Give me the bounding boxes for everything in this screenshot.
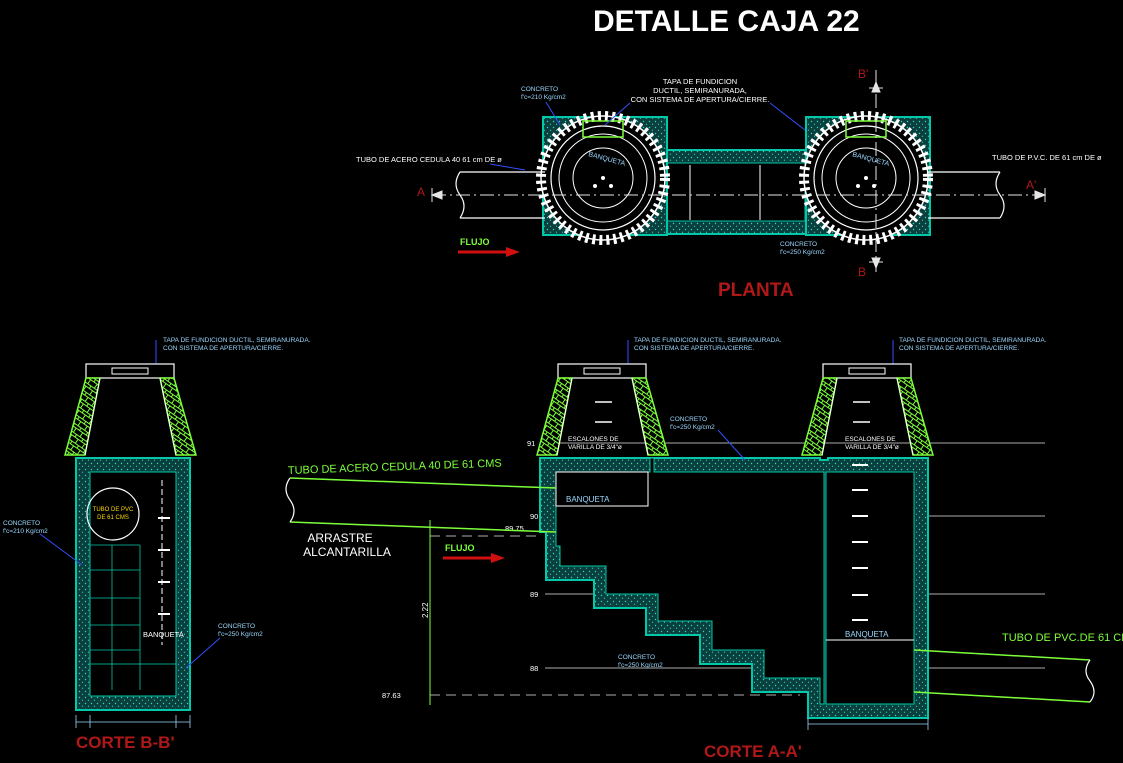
aa-pipe-right <box>913 649 1095 703</box>
plan-pipe-right-label: TUBO DE P.V.C. DE 61 cm DE ø <box>992 153 1102 162</box>
bb-cone-left <box>64 377 101 456</box>
svg-text:f'c=210 Kg/cm2: f'c=210 Kg/cm2 <box>521 94 566 101</box>
svg-text:89.75: 89.75 <box>505 524 524 533</box>
svg-text:CONCRETO: CONCRETO <box>218 623 255 630</box>
aa-manhole-left: TAPA DE FUNDICION DUCTIL, SEMIRANURADA. … <box>536 337 782 456</box>
bb-steps <box>158 517 170 615</box>
aa-escalones-right: ESCALONES DE VARILLA DE 3/4"ø <box>845 436 899 451</box>
svg-text:f'c=210 Kg/cm2: f'c=210 Kg/cm2 <box>3 528 48 535</box>
aa-concrete-bottom: CONCRETO f'c=250 Kg/cm2 <box>618 654 663 669</box>
svg-text:f'c=250 Kg/cm2: f'c=250 Kg/cm2 <box>218 631 263 638</box>
plan-section-a-left: A <box>417 185 425 199</box>
bb-cone-right <box>159 377 197 456</box>
bb-pipe-note: TUBO DE PVC DE 61 CMS <box>93 507 134 521</box>
plan-concrete-note-top: CONCRETO f'c=210 Kg/cm2 <box>521 86 566 101</box>
plan-section-a-right: A' <box>1026 178 1036 192</box>
svg-text:CONCRETO: CONCRETO <box>618 654 655 661</box>
svg-text:TAPA DE FUNDICION DUCTIL, SEMI: TAPA DE FUNDICION DUCTIL, SEMIRANURADA. <box>899 337 1047 344</box>
plan-manhole-left: BANQUETA <box>536 111 670 245</box>
aa-manhole-right: TAPA DE FUNDICION DUCTIL, SEMIRANURADA. … <box>801 337 1047 456</box>
aa-height-dim: 2.22 <box>421 602 430 618</box>
svg-text:91: 91 <box>527 439 535 448</box>
svg-text:TUBO DE PVC: TUBO DE PVC <box>93 507 134 513</box>
svg-text:CON SISTEMA DE APERTURA/CIERRE: CON SISTEMA DE APERTURA/CIERRE. <box>899 345 1019 352</box>
aa-pipe-left-label: TUBO DE ACERO CEDULA 40 DE 61 CMS <box>288 458 502 477</box>
svg-text:ESCALONES DE: ESCALONES DE <box>568 436 619 443</box>
plan-concrete-note-bottom: CONCRETO f'c=250 Kg/cm2 <box>780 241 825 256</box>
bb-concrete-left: CONCRETO f'c=210 Kg/cm2 <box>3 520 48 535</box>
svg-text:VARILLA DE 3/4"ø: VARILLA DE 3/4"ø <box>568 444 622 451</box>
bb-concrete-right: CONCRETO f'c=250 Kg/cm2 <box>218 623 263 638</box>
plan-tapa-note: TAPA DE FUNDICION DUCTIL, SEMIRANURADA, … <box>631 77 770 104</box>
svg-text:VARILLA DE 3/4"ø: VARILLA DE 3/4"ø <box>845 444 899 451</box>
svg-text:CONCRETO: CONCRETO <box>3 520 40 527</box>
aa-flujo-label: FLUJO <box>445 543 475 553</box>
plan-flow-arrow <box>458 247 520 257</box>
svg-text:CONCRETO: CONCRETO <box>670 416 707 423</box>
aa-pipe-left <box>285 477 557 533</box>
bb-banqueta: BANQUETA <box>143 630 184 639</box>
svg-text:CONCRETO: CONCRETO <box>780 241 817 248</box>
svg-text:f'c=250 Kg/cm2: f'c=250 Kg/cm2 <box>618 662 663 669</box>
svg-text:ARRASTRE: ARRASTRE <box>307 531 372 545</box>
plan-pipe-right <box>928 171 1005 219</box>
plan-label: PLANTA <box>718 280 794 301</box>
plan-section-b-bottom: B <box>858 265 866 279</box>
svg-text:TAPA DE FUNDICION DUCTIL, SEMI: TAPA DE FUNDICION DUCTIL, SEMIRANURADA. <box>163 337 311 344</box>
aa-flow-arrow <box>443 553 505 563</box>
aa-banqueta-right: BANQUETA <box>845 630 889 639</box>
aa-tapa-note-right: TAPA DE FUNDICION DUCTIL, SEMIRANURADA. … <box>899 337 1047 352</box>
aa-pipe-right-label: TUBO DE PVC.DE 61 CMS <box>1002 632 1123 644</box>
section-bb: TAPA DE FUNDICION DUCTIL, SEMIRANURADA. … <box>3 337 311 752</box>
bb-label: CORTE B-B' <box>76 733 174 752</box>
bb-pipe-circle <box>86 487 140 541</box>
aa-banqueta-left: BANQUETA <box>566 495 610 504</box>
svg-text:CON SISTEMA DE APERTURA/CIERRE: CON SISTEMA DE APERTURA/CIERRE. <box>631 95 770 104</box>
aa-label: CORTE A-A' <box>704 742 802 761</box>
svg-text:DUCTIL, SEMIRANURADA,: DUCTIL, SEMIRANURADA, <box>653 86 747 95</box>
svg-text:CON SISTEMA DE APERTURA/CIERRE: CON SISTEMA DE APERTURA/CIERRE. <box>634 345 754 352</box>
aa-levels: 91 90 89.75 89 88 87.63 <box>382 439 538 700</box>
aa-arrastre: ARRASTRE ALCANTARILLA <box>303 531 391 559</box>
svg-text:89: 89 <box>530 590 538 599</box>
svg-text:CON SISTEMA DE APERTURA/CIERRE: CON SISTEMA DE APERTURA/CIERRE. <box>163 345 283 352</box>
svg-text:ESCALONES DE: ESCALONES DE <box>845 436 896 443</box>
svg-text:ALCANTARILLA: ALCANTARILLA <box>303 545 391 559</box>
svg-text:TAPA DE FUNDICION: TAPA DE FUNDICION <box>663 77 737 86</box>
svg-text:88: 88 <box>530 664 538 673</box>
svg-text:f'c=250 Kg/cm2: f'c=250 Kg/cm2 <box>670 424 715 431</box>
aa-escalones-left: ESCALONES DE VARILLA DE 3/4"ø <box>568 436 622 451</box>
svg-text:87.63: 87.63 <box>382 691 401 700</box>
svg-text:CONCRETO: CONCRETO <box>521 86 558 93</box>
plan-flujo-label: FLUJO <box>460 237 490 247</box>
aa-steps-right <box>852 464 868 621</box>
aa-tapa-note-left: TAPA DE FUNDICION DUCTIL, SEMIRANURADA. … <box>634 337 782 352</box>
svg-text:DE 61 CMS: DE 61 CMS <box>97 515 129 521</box>
aa-concrete-top: CONCRETO f'c=250 Kg/cm2 <box>670 416 715 431</box>
bb-tapa-note: TAPA DE FUNDICION DUCTIL, SEMIRANURADA. … <box>163 337 311 352</box>
svg-text:f'c=250 Kg/cm2: f'c=250 Kg/cm2 <box>780 249 825 256</box>
page-title: DETALLE CAJA 22 <box>593 5 860 38</box>
plan-view: BANQUETA BANQUETA <box>356 67 1102 301</box>
plan-pipe-left-label: TUBO DE ACERO CEDULA 40 61 cm DE ø <box>356 155 502 164</box>
svg-text:90: 90 <box>530 512 538 521</box>
svg-text:TAPA DE FUNDICION DUCTIL, SEMI: TAPA DE FUNDICION DUCTIL, SEMIRANURADA. <box>634 337 782 344</box>
plan-section-b-top: B' <box>858 67 868 81</box>
plan-manhole-right: BANQUETA <box>799 111 933 245</box>
section-aa: 91 90 89.75 89 88 87.63 2.22 TAPA DE FUN… <box>285 337 1123 761</box>
